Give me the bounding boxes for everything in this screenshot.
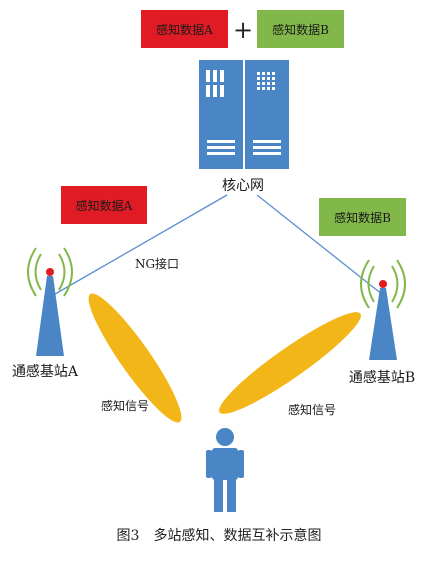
core-network-label: 核心网 [222, 178, 264, 194]
link-data-b-label: 感知数据B [334, 210, 391, 225]
sensing-data-b-label: 感知数据B [272, 22, 329, 37]
top-data-boxes: 感知数据A + 感知数据B [141, 10, 344, 48]
core-network-server-icon [199, 60, 289, 169]
ng-link-left [49, 194, 228, 298]
figure-caption: 图3 多站感知、数据互补示意图 [117, 527, 322, 544]
link-data-b-box [319, 198, 406, 236]
link-data-a-box [61, 186, 147, 224]
link-data-a-label: 感知数据A [76, 198, 133, 213]
sensing-data-b-box [257, 10, 344, 48]
sensing-signal-label-left: 感知信号 [101, 398, 149, 413]
sensing-signal-label-right: 感知信号 [288, 402, 336, 417]
sensing-data-a-box [141, 10, 228, 48]
person-icon [206, 428, 244, 512]
plus-sign: + [233, 16, 253, 44]
sensing-beam-right [219, 312, 361, 414]
sensing-data-a-label: 感知数据A [156, 22, 213, 37]
sensing-beam-left [88, 293, 182, 423]
base-station-a-icon [27, 247, 73, 356]
base-station-a-label: 通感基站A [12, 363, 79, 380]
ng-interface-label: NG接口 [135, 256, 179, 271]
base-station-b-icon [360, 259, 406, 360]
base-station-b-label: 通感基站B [349, 369, 415, 386]
